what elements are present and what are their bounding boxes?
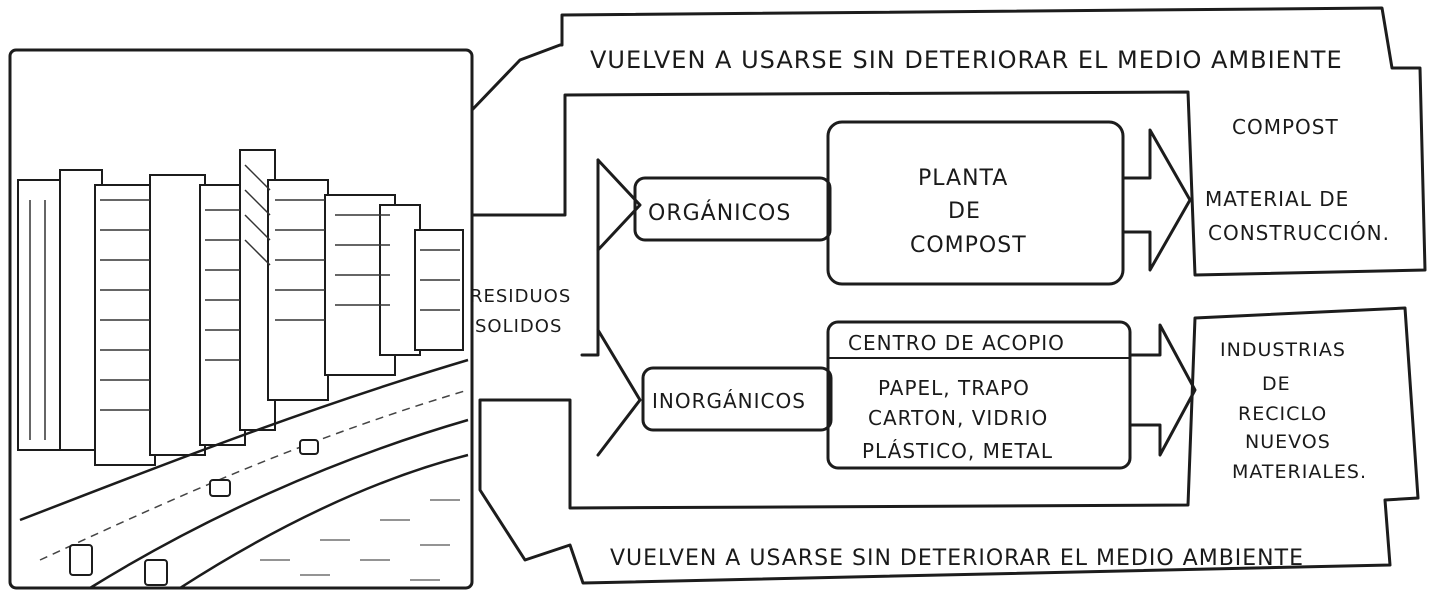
centro-box [826,320,1132,470]
cars [69,439,319,586]
centro-label: CENTRO DE ACOPIO [848,331,1065,355]
inorganicos-box [641,366,833,432]
planta-line-3: COMPOST [910,233,1027,258]
centro-to-industrias-arrow [1128,323,1197,457]
compost-line-2: MATERIAL DE [1205,187,1349,211]
inorganicos-label: INORGÁNICOS [652,389,806,413]
residuos-line-2: SOLIDOS [475,316,562,337]
bottom-return-arrow [478,306,1420,585]
top-return-arrow [470,6,1427,277]
water-texture [260,499,460,581]
planta-box [826,120,1125,286]
planta-line-2: DE [948,199,981,224]
building-hatching [29,164,460,440]
industrias-line-5: MATERIALES. [1232,461,1367,483]
highway-curve [19,358,469,590]
materiales-line-1: PAPEL, TRAPO [878,376,1030,400]
industrias-line-1: INDUSTRIAS [1220,339,1346,361]
city-skyline-with-highway-icon [8,48,474,590]
top-arrow-text: VUELVEN A USARSE SIN DETERIORAR EL MEDIO… [590,46,1343,74]
industrias-line-2: DE [1262,373,1291,395]
materiales-line-3: PLÁSTICO, METAL [862,439,1053,463]
organicos-box [633,176,832,242]
materiales-line-2: CARTON, VIDRIO [868,406,1048,430]
residuos-brace [580,158,642,457]
planta-line-1: PLANTA [918,166,1008,191]
industrias-line-3: RECICLO [1238,403,1327,425]
planta-to-compost-arrow [1121,128,1192,272]
bottom-arrow-text: VUELVEN A USARSE SIN DETERIORAR EL MEDIO… [610,546,1304,571]
organicos-label: ORGÁNICOS [648,200,791,226]
compost-line-1: COMPOST [1232,115,1339,139]
industrias-line-4: NUEVOS [1245,431,1331,453]
compost-line-3: CONSTRUCCIÓN. [1208,221,1390,245]
residuos-line-1: RESIDUOS [470,286,571,307]
